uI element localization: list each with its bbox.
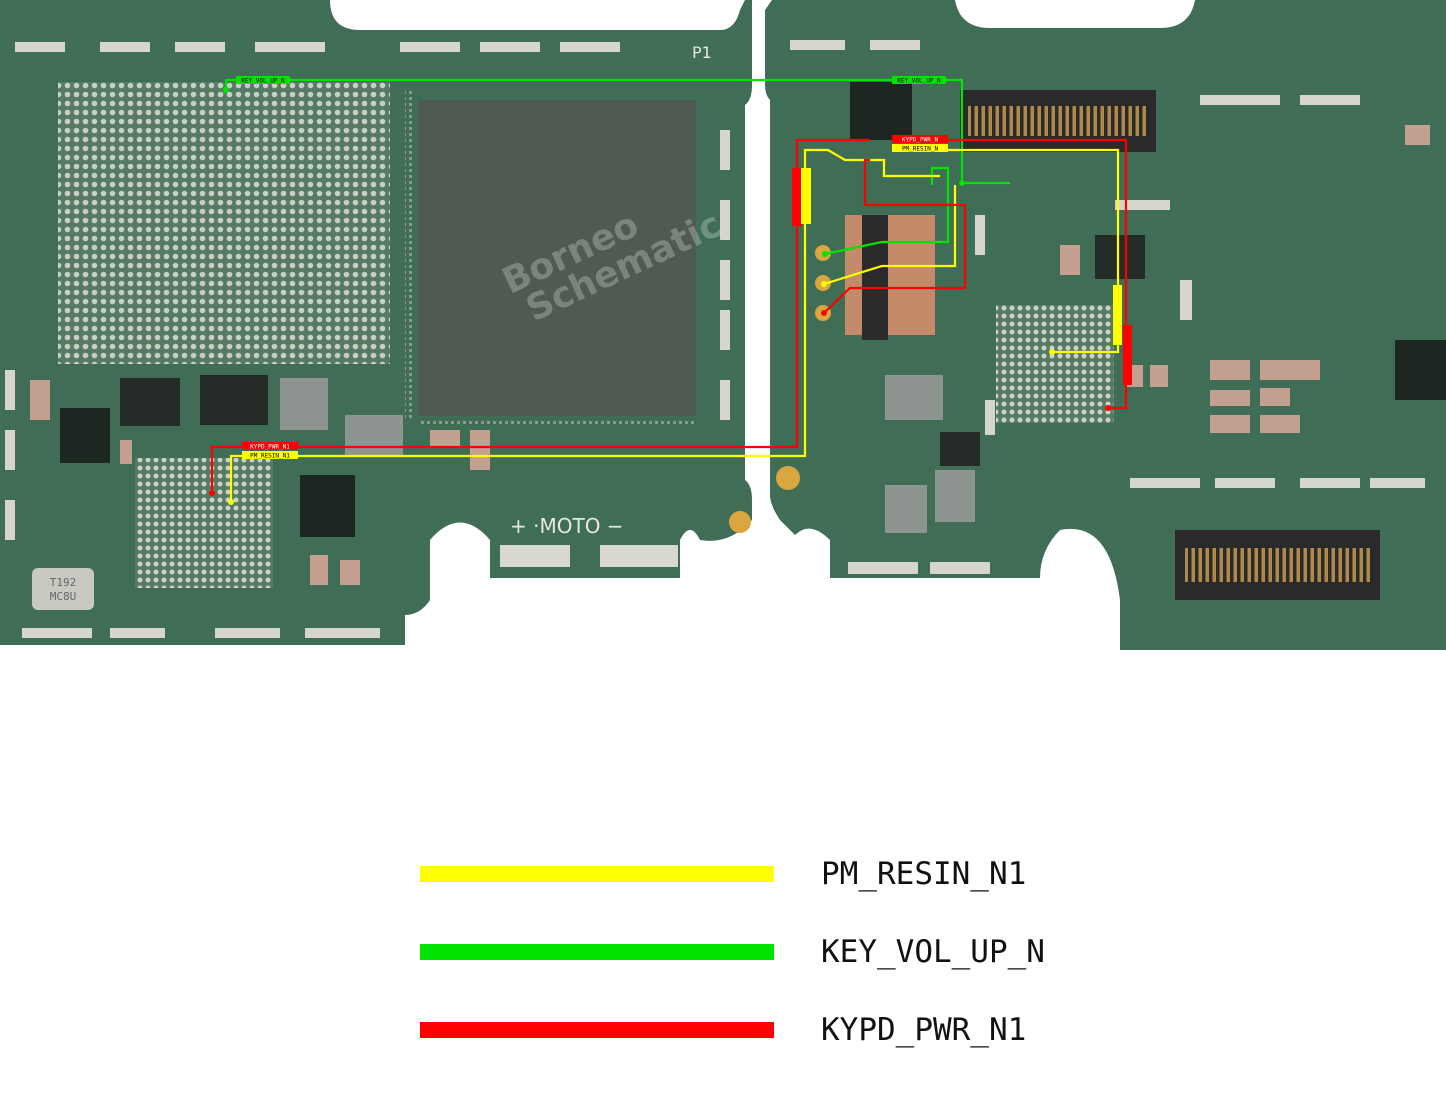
tag-pwr-bottom-left: KYPD_PWR_N1 (250, 444, 290, 451)
crystal (32, 568, 94, 610)
tag-vol-top-right: KEY_VOL_UP_N (897, 78, 941, 85)
legend-row-pm-resin: PM_RESIN_N1 (420, 854, 1120, 894)
legend-swatch-yellow (420, 866, 774, 882)
legend-label-kypd-pwr: KYPD_PWR_N1 (821, 1012, 1027, 1048)
legend-label-key-vol-up: KEY_VOL_UP_N (821, 934, 1045, 970)
crystal-mark: T192 (50, 576, 77, 589)
legend-label-pm-resin: PM_RESIN_N1 (821, 856, 1027, 892)
legend-swatch-green (420, 944, 774, 960)
tag-resin-bottom-left: PM_RESIN_N1 (250, 453, 290, 460)
legend-swatch-red (420, 1022, 774, 1038)
tag-vol-top-left: KEY_VOL_UP_N (241, 78, 285, 85)
soc-chip (418, 100, 696, 416)
trace-key-vol-up (224, 78, 1010, 185)
legend-row-kypd-pwr: KYPD_PWR_N1 (420, 1010, 1120, 1050)
silk-moto: + ·MOTO − (510, 514, 624, 538)
pcb-board-diagram: T192 MC8U + ·MOTO − P1 (0, 0, 1446, 650)
tag-resin-top-right: PM_RESIN_N (902, 146, 939, 153)
tag-pwr-top-right: KYPD_PWR_N (902, 137, 939, 144)
side-key-flex (845, 215, 935, 335)
silk-p1: P1 (692, 43, 712, 62)
legend-row-key-vol-up: KEY_VOL_UP_N (420, 932, 1120, 972)
trace-kypd-pwr (210, 138, 870, 493)
svg-text:MC8U: MC8U (50, 590, 77, 603)
trace-pm-resin (229, 148, 940, 502)
